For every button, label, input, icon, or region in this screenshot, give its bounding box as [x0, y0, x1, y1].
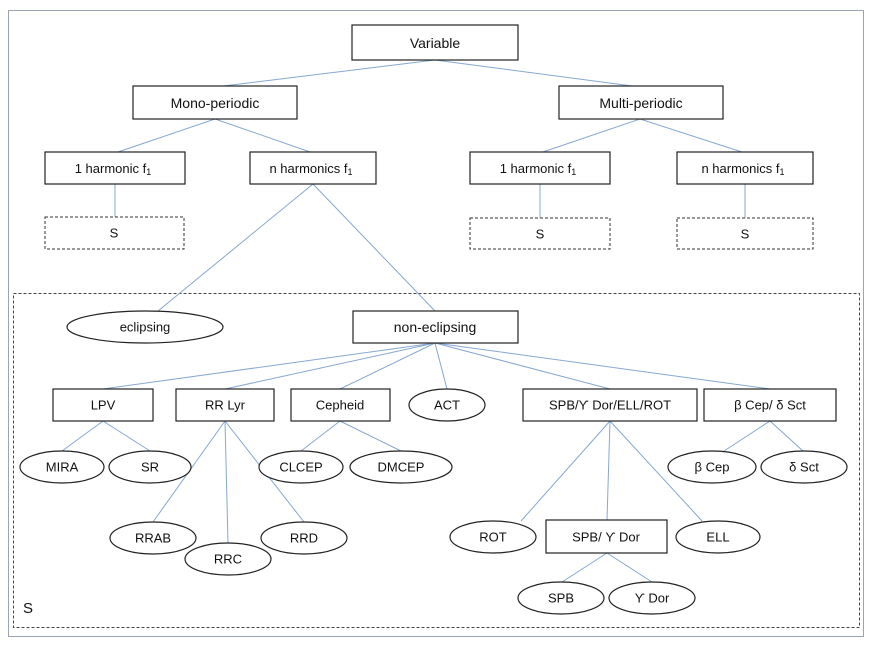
svg-text:SPB/ϒ Dor/ELL/ROT: SPB/ϒ Dor/ELL/ROT	[549, 398, 671, 413]
svg-text:S: S	[741, 227, 750, 242]
svg-text:Variable: Variable	[410, 35, 461, 51]
svg-text:RRC: RRC	[214, 552, 242, 567]
node-ell: ELL	[675, 520, 761, 554]
svg-text:ACT: ACT	[434, 398, 460, 413]
node-rrc: RRC	[184, 542, 272, 576]
node-cepheid: Cepheid	[290, 388, 391, 422]
edge-spbgroup-ell	[609, 420, 703, 522]
node-sr: SR	[108, 450, 192, 484]
node-rrab: RRAB	[109, 521, 197, 555]
edge-spbgroup-spbgdor	[606, 420, 611, 521]
edge-lpv-mira	[61, 420, 104, 452]
svg-text:SPB: SPB	[548, 591, 574, 606]
node-rot: ROT	[449, 520, 537, 554]
svg-text:SPB/ ϒ Dor: SPB/ ϒ Dor	[572, 530, 641, 545]
edge-spbgroup-rot	[520, 420, 611, 522]
node-lpv: LPV	[52, 388, 154, 422]
edge-spbgdor-spb	[561, 552, 608, 583]
svg-text:S: S	[536, 227, 545, 242]
edge-variable-mono	[214, 59, 436, 88]
node-mira: MIRA	[19, 450, 105, 484]
edge-bcepgroup-dsct	[769, 420, 804, 452]
node-clcep: CLCEP	[258, 450, 344, 484]
svg-text:RRAB: RRAB	[135, 531, 171, 546]
svg-text:SR: SR	[141, 460, 159, 475]
svg-text:RR Lyr: RR Lyr	[205, 398, 246, 413]
s-region-boundary	[13, 293, 860, 628]
node-s-multi-nh: S	[676, 217, 814, 250]
svg-text:Mono-periodic: Mono-periodic	[171, 95, 260, 111]
tree-edges	[61, 59, 804, 583]
edge-rrlyr-rrc	[224, 420, 229, 544]
edge-nh-eclipsing	[157, 183, 314, 312]
edge-spbgdor-gdor	[606, 552, 653, 583]
node-multi-1-harmonic: 1 harmonic f1	[469, 151, 611, 185]
node-spb-group: SPB/ϒ Dor/ELL/ROT	[522, 388, 698, 422]
node-variable: Variable	[351, 24, 519, 61]
node-eclipsing: eclipsing	[66, 310, 224, 344]
svg-text:Cepheid: Cepheid	[316, 398, 364, 413]
edge-nh-noneclipsing	[312, 183, 436, 312]
edge-ne-lpv	[102, 342, 436, 390]
edge-ne-spbgroup	[434, 342, 611, 390]
svg-text:ROT: ROT	[479, 530, 507, 545]
edge-ne-act	[434, 342, 448, 390]
svg-text:DMCEP: DMCEP	[378, 460, 425, 475]
svg-text:LPV: LPV	[91, 398, 116, 413]
node-rrd: RRD	[260, 521, 348, 555]
svg-text:1 harmonic f1: 1 harmonic f1	[75, 161, 152, 178]
node-act: ACT	[408, 388, 486, 422]
svg-text:δ Sct: δ Sct	[789, 460, 819, 475]
svg-text:CLCEP: CLCEP	[279, 460, 322, 475]
svg-text:ELL: ELL	[706, 530, 729, 545]
node-mono-n-harmonics: n harmonics f1	[249, 151, 377, 185]
node-rr-lyr: RR Lyr	[175, 388, 275, 422]
svg-text:S: S	[110, 226, 119, 241]
node-spb: SPB	[517, 581, 605, 615]
svg-text:non-eclipsing: non-eclipsing	[394, 319, 477, 335]
svg-text:n harmonics f1: n harmonics f1	[269, 161, 352, 178]
edge-lpv-sr	[102, 420, 151, 452]
node-mono-periodic: Mono-periodic	[132, 85, 298, 120]
svg-text:RRD: RRD	[290, 531, 318, 546]
svg-text:1 harmonic f1: 1 harmonic f1	[500, 161, 577, 178]
s-region-label: S	[23, 600, 33, 617]
node-s-multi-1h: S	[469, 217, 611, 250]
node-spb-gamma-dor: SPB/ ϒ Dor	[545, 519, 668, 554]
svg-text:n harmonics f1: n harmonics f1	[701, 161, 784, 178]
node-dmcep: DMCEP	[349, 450, 453, 484]
node-s-mono: S	[44, 216, 185, 250]
svg-text:eclipsing: eclipsing	[120, 320, 171, 335]
node-gamma-dor: ϒ Dor	[608, 581, 696, 615]
edge-ne-cepheid	[339, 342, 436, 390]
edge-variable-multi	[434, 59, 641, 88]
node-multi-periodic: Multi-periodic	[558, 85, 724, 120]
svg-text:Multi-periodic: Multi-periodic	[599, 95, 682, 111]
edge-cepheid-dmcep	[339, 420, 402, 452]
edge-ne-bcepgroup	[434, 342, 771, 390]
node-multi-n-harmonics: n harmonics f1	[676, 151, 814, 185]
node-non-eclipsing: non-eclipsing	[352, 310, 519, 344]
node-bcep-group: β Cep/ δ Sct	[703, 388, 837, 422]
edge-ne-rrlyr	[224, 342, 436, 390]
edge-multi-nh	[639, 118, 746, 154]
node-mono-1-harmonic: 1 harmonic f1	[44, 151, 186, 185]
edge-cepheid-clcep	[300, 420, 341, 452]
edge-multi-1h	[539, 118, 641, 154]
node-delta-sct: δ Sct	[760, 450, 848, 484]
svg-text:β Cep: β Cep	[695, 460, 730, 475]
node-beta-cep: β Cep	[667, 450, 757, 484]
edge-mono-nh	[214, 118, 314, 154]
svg-text:MIRA: MIRA	[46, 460, 79, 475]
edge-mono-1h	[114, 118, 216, 154]
edge-bcepgroup-bcep	[723, 420, 771, 452]
svg-text:ϒ Dor: ϒ Dor	[635, 591, 670, 606]
svg-text:β Cep/ δ Sct: β Cep/ δ Sct	[734, 398, 806, 413]
